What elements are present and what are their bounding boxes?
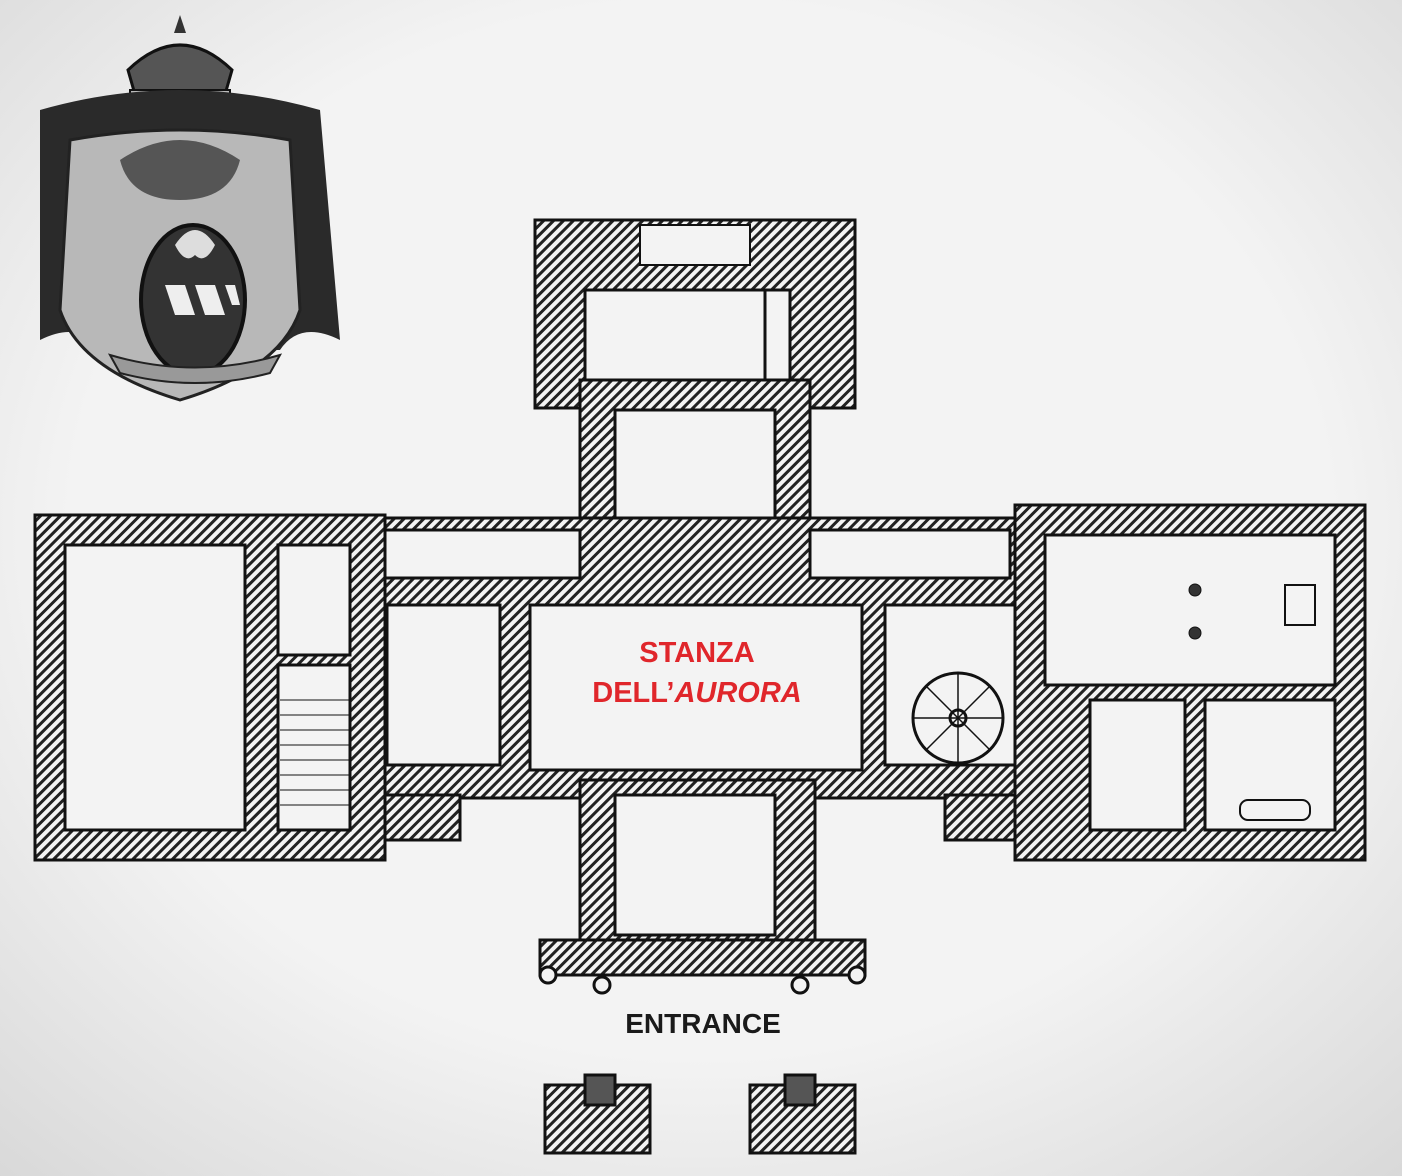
west-wing <box>33 513 387 862</box>
corridor-east <box>808 528 1012 580</box>
entrance-label: ENTRANCE <box>625 1008 781 1039</box>
room-label-line1: STANZA <box>639 637 755 669</box>
bathtub-icon <box>1239 799 1311 821</box>
room-label-line2: DELL’AURORA <box>557 673 837 713</box>
stanza-dell-aurora <box>528 603 864 772</box>
room-label-italic: AURORA <box>674 677 802 709</box>
room-west-inner <box>385 603 502 767</box>
altar-cross-icon <box>1284 584 1316 626</box>
room-label-stanza-dell-aurora: STANZA DELL’AURORA <box>557 633 837 713</box>
entrance-gate-piers <box>543 1073 857 1155</box>
corridor-west <box>383 528 582 580</box>
north-pavilion <box>533 218 857 410</box>
south-vestibule <box>538 778 867 995</box>
east-wing <box>1013 503 1367 862</box>
coat-of-arms <box>40 15 340 402</box>
room-label-prefix: DELL’ <box>592 677 675 709</box>
